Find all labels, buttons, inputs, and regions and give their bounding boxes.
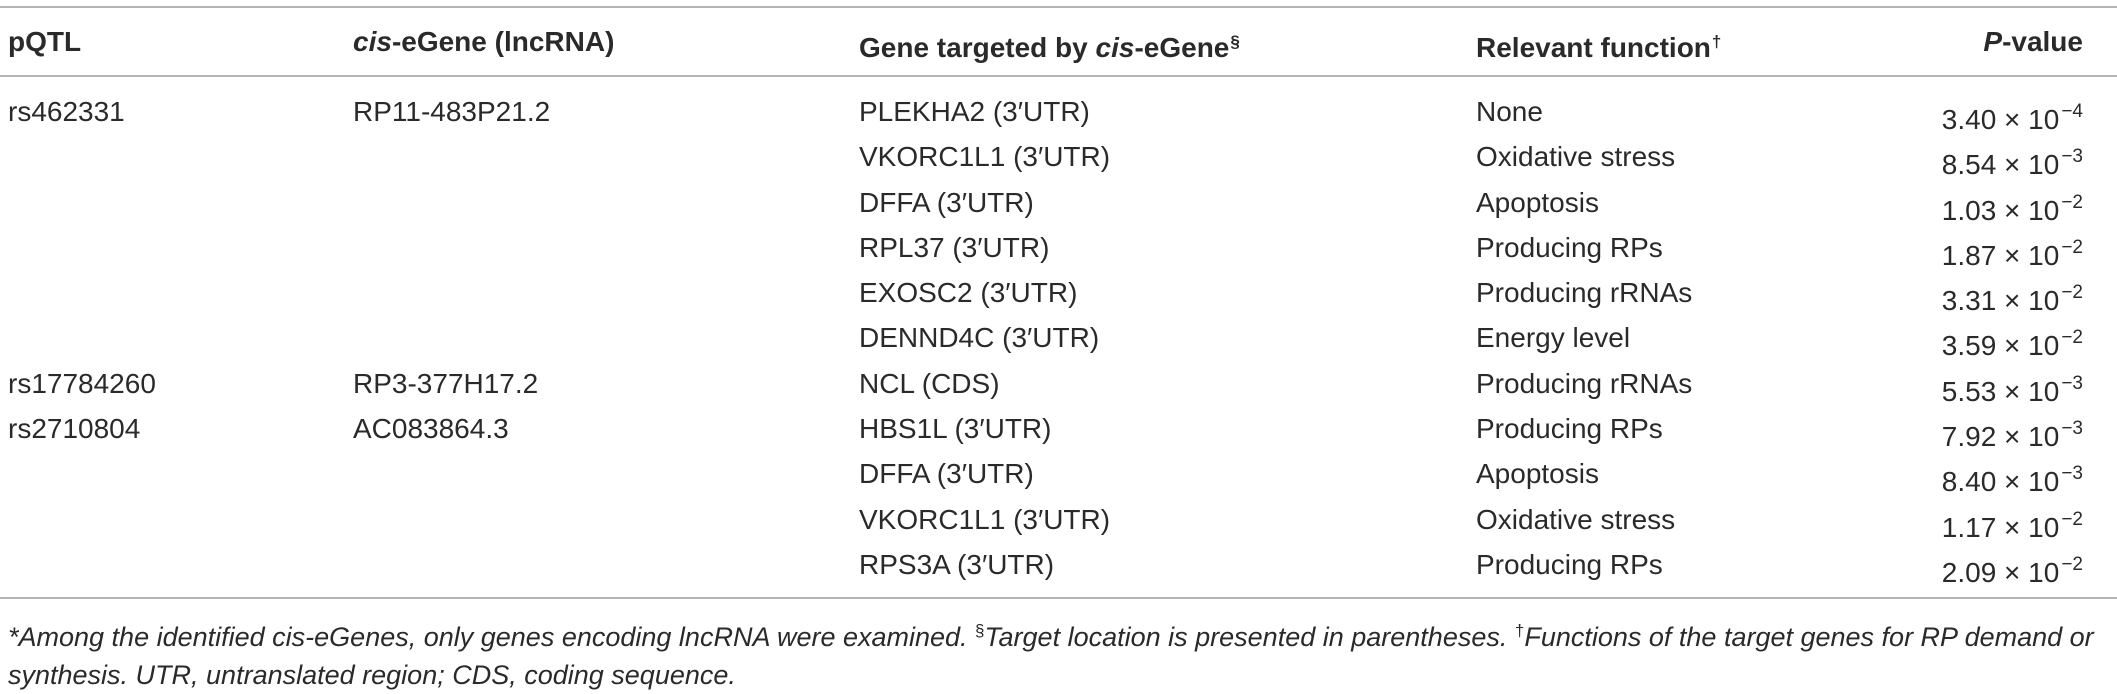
- cell-target-gene: PLEKHA2 (3′UTR): [859, 96, 1090, 127]
- table-row: DENND4C (3′UTR) Energy level 3.59 × 10−2: [0, 316, 2117, 361]
- cell-function: Oxidative stress: [1476, 503, 1676, 535]
- cell-p-value: 3.59 × 10−2: [1941, 327, 2083, 362]
- cell-pqtl: rs462331: [8, 96, 125, 127]
- cell-target-gene: HBS1L (3′UTR): [859, 413, 1052, 445]
- table-row: EXOSC2 (3′UTR) Producing rRNAs 3.31 × 10…: [0, 271, 2117, 316]
- header-cis-egene: cis-eGene (lncRNA): [353, 26, 615, 57]
- table-row: DFFA (3′UTR) Apoptosis 1.03 × 10−2: [0, 181, 2117, 226]
- table-row: rs2710804 AC083864.3 HBS1L (3′UTR) Produ…: [0, 407, 2117, 452]
- cell-function: Oxidative stress: [1476, 141, 1676, 173]
- cell-p-value: 8.40 × 10−3: [1941, 463, 2083, 498]
- cell-p-value: 1.03 × 10−2: [1941, 191, 2083, 226]
- header-rule: [0, 75, 2117, 77]
- table-header-row: pQTL cis-eGene (lncRNA) Gene targeted by…: [0, 20, 2117, 64]
- cell-function: None: [1476, 96, 1543, 127]
- cell-function: Producing rRNAs: [1476, 367, 1693, 399]
- table-footnote: *Among the identified cis-eGenes, only g…: [8, 621, 2094, 690]
- cell-function: Apoptosis: [1476, 458, 1599, 490]
- cell-target-gene: VKORC1L1 (3′UTR): [859, 141, 1111, 173]
- cell-p-value: 2.09 × 10−2: [1941, 553, 2083, 588]
- header-target-gene: Gene targeted by cis-eGene§: [859, 32, 1240, 63]
- table-row: RPL37 (3′UTR) Producing RPs 1.87 × 10−2: [0, 226, 2117, 271]
- cell-p-value: 8.54 × 10−3: [1941, 146, 2083, 181]
- cell-p-value: 7.92 × 10−3: [1941, 418, 2083, 453]
- table-row: RPS3A (3′UTR) Producing RPs 2.09 × 10−2: [0, 543, 2117, 588]
- cell-target-gene: RPL37 (3′UTR): [859, 231, 1050, 263]
- cell-p-value: 3.31 × 10−2: [1941, 282, 2083, 317]
- cell-target-gene: DFFA (3′UTR): [859, 458, 1034, 490]
- cell-function: Producing RPs: [1476, 548, 1663, 580]
- cell-p-value: 5.53 × 10−3: [1941, 372, 2083, 407]
- cell-target-gene: DFFA (3′UTR): [859, 186, 1034, 218]
- cell-function: Producing RPs: [1476, 231, 1663, 263]
- cell-p-value: 3.40 × 10−4: [1941, 101, 2083, 135]
- cell-function: Producing rRNAs: [1476, 277, 1693, 309]
- cell-cis-egene: AC083864.3: [353, 413, 509, 445]
- cell-cis-egene: RP3-377H17.2: [353, 367, 539, 399]
- cell-p-value: 1.87 × 10−2: [1941, 236, 2083, 271]
- cell-target-gene: NCL (CDS): [859, 367, 1000, 399]
- top-rule: [0, 6, 2117, 8]
- table-body: rs462331 RP11-483P21.2 PLEKHA2 (3′UTR) N…: [0, 90, 2117, 588]
- header-pqtl: pQTL: [8, 26, 82, 57]
- bottom-rule: [0, 597, 2117, 599]
- header-relevant-function: Relevant function†: [1476, 32, 1722, 63]
- cell-target-gene: DENND4C (3′UTR): [859, 322, 1100, 354]
- cell-function: Energy level: [1476, 322, 1631, 354]
- cell-cis-egene: RP11-483P21.2: [353, 96, 551, 127]
- cell-target-gene: RPS3A (3′UTR): [859, 548, 1055, 580]
- cell-function: Producing RPs: [1476, 413, 1663, 445]
- cell-p-value: 1.17 × 10−2: [1941, 508, 2083, 543]
- cell-function: Apoptosis: [1476, 186, 1599, 218]
- table-row: DFFA (3′UTR) Apoptosis 8.40 × 10−3: [0, 452, 2117, 497]
- cell-pqtl: rs17784260: [8, 367, 156, 399]
- table-row: rs17784260 RP3-377H17.2 NCL (CDS) Produc…: [0, 362, 2117, 407]
- table-row: VKORC1L1 (3′UTR) Oxidative stress 8.54 ×…: [0, 135, 2117, 180]
- table-row: rs462331 RP11-483P21.2 PLEKHA2 (3′UTR) N…: [0, 90, 2117, 135]
- header-p-value: P-value: [1983, 26, 2083, 57]
- cell-pqtl: rs2710804: [8, 413, 141, 445]
- cell-target-gene: VKORC1L1 (3′UTR): [859, 503, 1111, 535]
- table-row: VKORC1L1 (3′UTR) Oxidative stress 1.17 ×…: [0, 498, 2117, 543]
- cell-target-gene: EXOSC2 (3′UTR): [859, 277, 1078, 309]
